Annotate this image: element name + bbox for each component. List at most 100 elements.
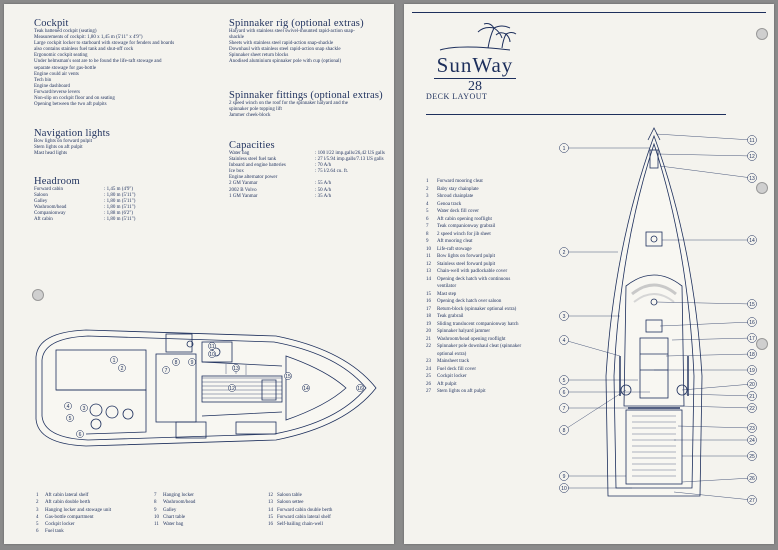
item-number: 9 [426,239,429,244]
callout-circle [747,379,757,389]
callout-circle [302,384,310,392]
item-number: 13 [426,269,431,274]
text-line: Under helmsman's seat are to be found th… [34,59,162,65]
callout-number: 16 [357,386,363,392]
text-line: Spinnaker sheet return blocks [229,53,289,59]
callout-number: 18 [749,352,755,358]
callout-circle [747,451,757,461]
row-label: Galley [34,199,48,205]
callout-number: 22 [749,406,755,412]
text-line: spinnaker pole topping lift [229,107,282,113]
callout-number: 27 [749,498,755,504]
callout-circle [559,471,569,481]
navigation-section: Navigation lights Bow lights on forward … [34,128,219,157]
callout-number: 1 [113,358,116,364]
row-label: Stainless steel fuel tank [229,157,277,163]
item-label: Opening deck hatch with continuous venti… [437,276,511,290]
item-number: 14 [268,507,273,513]
callout-number: 11 [749,138,754,144]
item-label: Stern lights on aft pulpit [437,389,486,394]
table-row: Galley: 1,80 m (5'11") [34,199,219,205]
item-label: Cockpit locker [437,374,467,379]
item-label: Mast step [437,291,457,297]
callout-number: 10 [561,486,567,492]
row-label: Saloon [34,193,48,199]
list-item: 25 Cockpit locker [426,373,576,381]
text-line: Tech bin [34,77,52,83]
callout-number: 9 [191,360,194,366]
callout-circle [284,372,292,380]
text-line: Jammer cheek-block [229,113,271,119]
text-line: also contains stainless fuel tank and sh… [34,47,134,53]
item-label: Aft cabin double berth [45,500,91,506]
leader-line [665,353,753,357]
item-label: Spinnaker halyard jammer [437,329,491,334]
callout-circle [559,143,569,153]
item-number: 12 [426,261,431,267]
callout-circle [76,430,84,438]
item-label: Baby stay chainplate [437,186,479,192]
callout-number: 5 [563,378,566,384]
deck-callout-labels: 1112131415161718192021222324252627123456… [559,133,757,505]
leader-line [655,133,753,141]
cockpit-section: Cockpit Teak battened cockpit (seating)M… [34,18,219,108]
text-line: Forward/reverse levers [34,89,80,95]
binder-hole [756,338,768,350]
callout-number: 1 [563,146,566,152]
top-rule [412,12,766,13]
item-number: 26 [426,381,431,387]
logo-number: 28 [468,79,482,94]
item-label: Aft cabin opening rooflight [437,216,492,222]
leader-line [681,383,753,391]
item-label: Forward cabin lateral shelf [277,514,331,520]
row-value: : 1,45 m (4'9") [104,187,134,192]
item-number: 1 [426,179,429,184]
callout-circle [80,404,88,412]
item-number: 5 [36,522,39,528]
callout-circle [66,414,74,422]
item-number: 24 [426,366,431,372]
cockpit-text: Teak battened cockpit (seating)Measureme… [34,29,219,108]
callout-circle [747,365,757,375]
item-number: 11 [426,254,431,259]
callout-number: 20 [749,382,755,388]
callout-circle [118,364,126,372]
item-label: Aft pulpit [437,381,457,387]
callout-circle [747,235,757,245]
callout-number: 12 [229,386,235,392]
item-label: Hanging locker and stowage unit [45,507,112,513]
callout-circle [559,247,569,257]
row-label: Aft cabin [34,217,53,223]
callout-number: 6 [563,390,566,396]
text-line: Downhaul with stainless steel rapid-acti… [229,47,341,53]
spinnaker-rig-title: Spinnaker rig (optional extras) [229,18,364,29]
text-line: shackle [229,35,244,41]
item-label: Self-bailing chain-well [277,522,323,528]
callout-circle [228,384,236,392]
callout-circle [559,335,569,345]
leader-line [681,477,753,483]
callout-number: 13 [749,176,755,182]
callout-number: 2 [563,250,566,256]
item-label: Teak grabrail [437,314,464,319]
item-number: 9 [154,507,157,513]
callout-number: 25 [749,454,755,460]
item-label: Aft cabin lateral shelf [45,493,89,498]
item-number: 25 [426,374,431,379]
callout-number: 8 [175,360,178,366]
item-label: Water deck fill cover [437,209,479,214]
logo-name: SunWay [436,53,514,77]
callout-circle [162,366,170,374]
deck-title-rule [426,114,726,115]
callout-circle [747,435,757,445]
